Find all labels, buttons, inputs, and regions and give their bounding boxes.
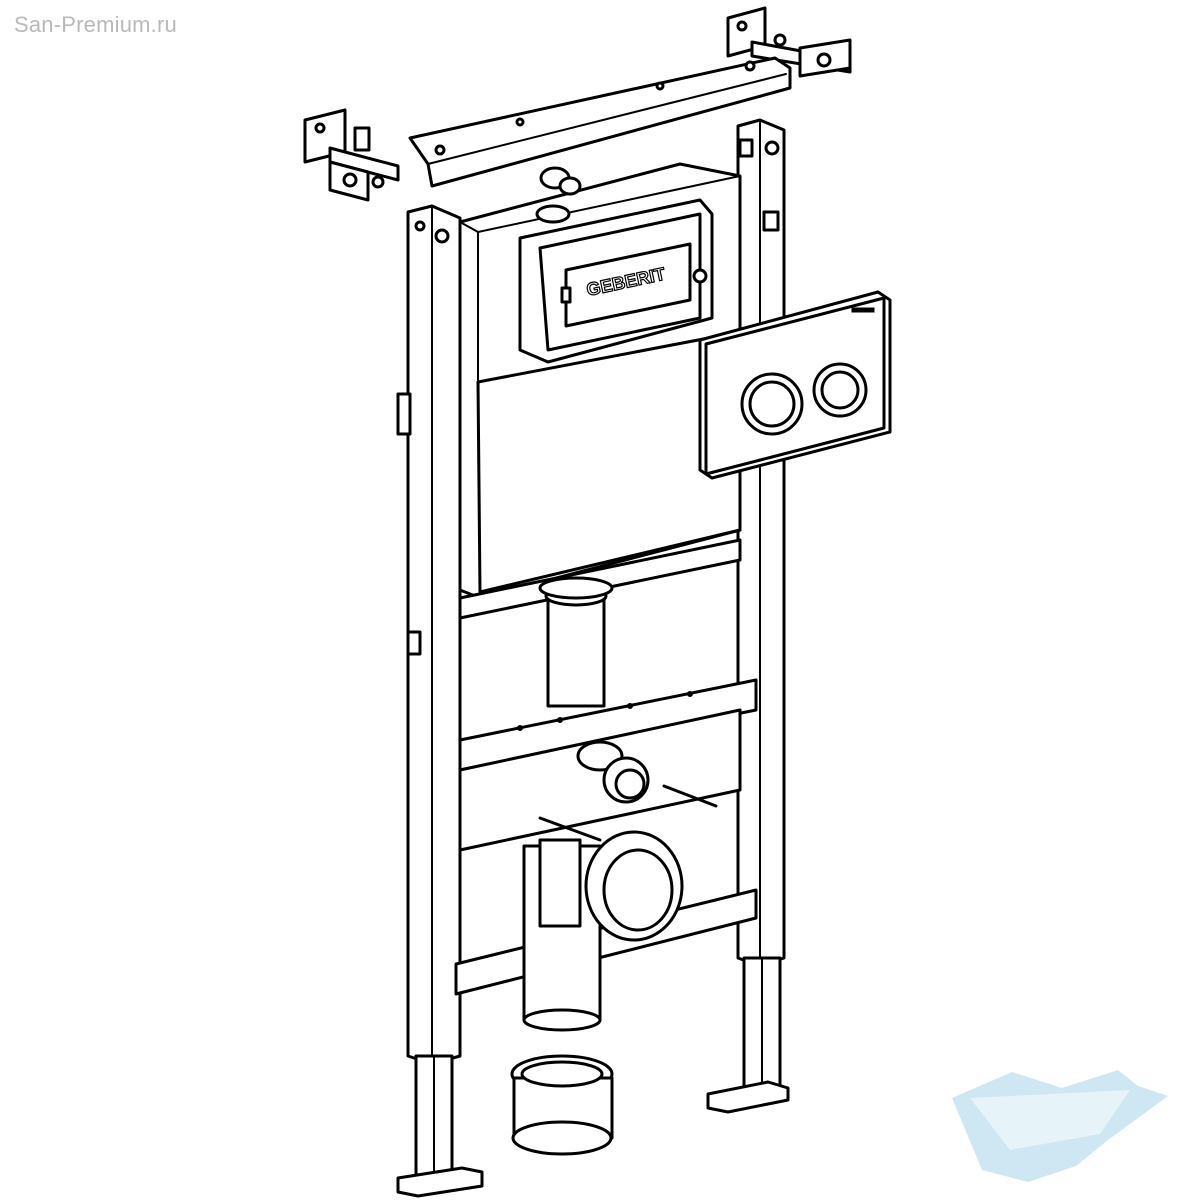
- bathtub-logo-icon: [952, 1070, 1168, 1182]
- threaded-rods: [538, 784, 718, 842]
- flush-pipe: [538, 576, 614, 708]
- left-wall-bracket: [303, 108, 400, 202]
- top-crossbar: [408, 56, 792, 188]
- small-flush-button[interactable]: [812, 362, 868, 418]
- flush-actuator-plate[interactable]: [698, 290, 892, 480]
- left-frame-leg: [396, 204, 484, 1198]
- drain-connector: [510, 1054, 614, 1156]
- inspection-opening: GEBERIT: [518, 198, 714, 364]
- connection-bend: [458, 708, 742, 852]
- drain-elbow: [522, 830, 684, 1032]
- watermark-text: San-Premium.ru: [14, 12, 177, 37]
- middle-crossbar: [458, 678, 758, 772]
- water-inlet-valve: [535, 166, 582, 224]
- right-wall-bracket: [726, 6, 852, 78]
- large-flush-button[interactable]: [740, 372, 804, 436]
